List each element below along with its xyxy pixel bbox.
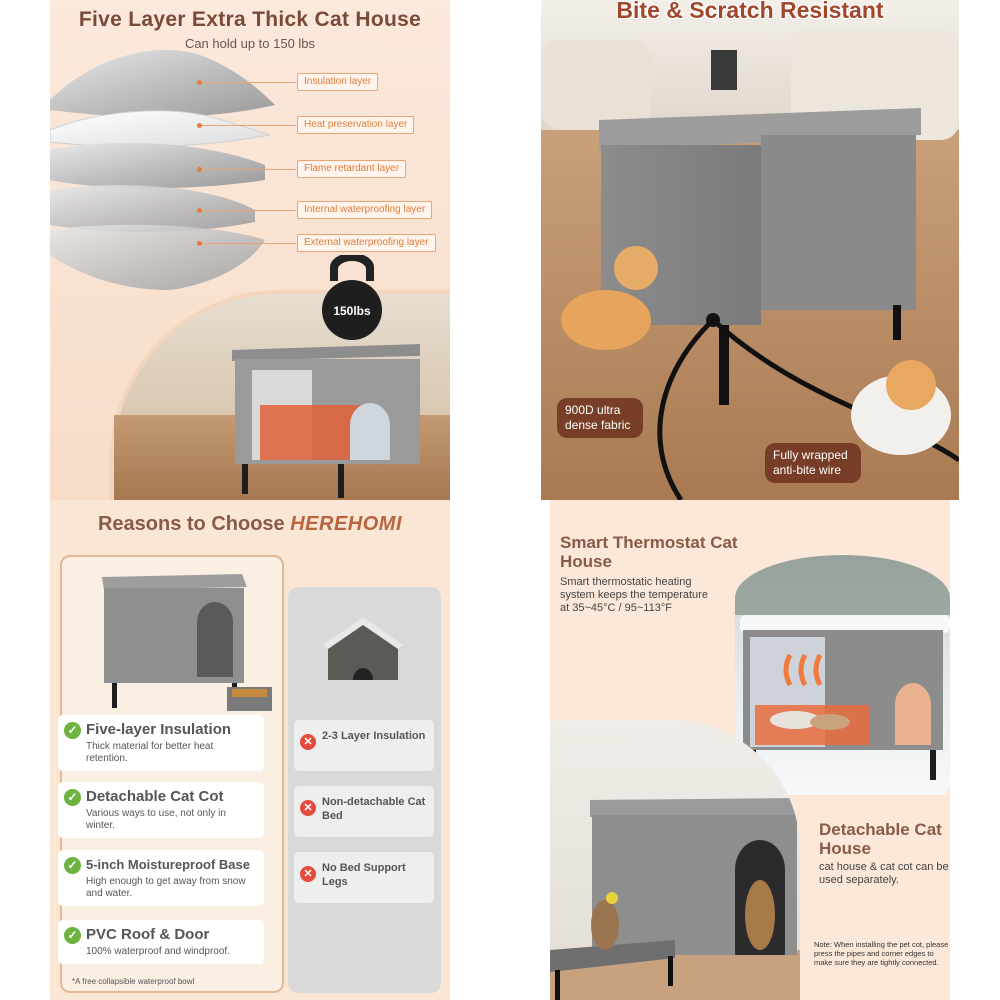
brand-name: HEREHOMI [290,513,403,535]
check-icon: ✓ [64,789,81,806]
layer-label-internal: Internal waterproofing layer [297,201,433,219]
house-door [350,403,390,460]
anti-bite-wire [711,318,959,463]
cross-icon: ✕ [300,734,316,750]
bite-scratch-title: Bite & Scratch Resistant [616,0,884,23]
cat-head [614,246,658,290]
feature-desc: 100% waterproof and windproof. [86,946,230,957]
flame-retardant-sheet [50,142,265,189]
con-non-detachable: ✕ Non-detachable Cat Bed [294,786,434,837]
installation-note: Note: When installing the pet cot, pleas… [814,940,949,967]
fabric-tag: 900D ultra dense fabric [557,398,643,438]
feature-detachable-cot: ✓ Detachable Cat Cot Various ways to use… [58,782,264,838]
feature-five-layer: ✓ Five-layer Insulation Thick material f… [58,715,264,771]
orange-cat [561,290,651,350]
cross-icon: ✕ [300,866,316,882]
layer-label-heat: Heat preservation layer [297,116,415,134]
herehomi-house-image [102,574,272,711]
con-no-legs: ✕ No Bed Support Legs [294,852,434,903]
check-icon: ✓ [64,927,81,944]
con-text: Non-detachable Cat Bed [322,796,426,822]
house-lid [599,108,921,150]
feature-desc: High enough to get away from snow and wa… [86,876,246,899]
kettlebell-handle [330,255,374,281]
feature-title: 5-inch Moistureproof Base [86,857,250,872]
bowl-footnote: *A free collapsible waterproof bowl [72,977,195,986]
wire-tag: Fully wrapped anti-bite wire [765,443,861,483]
kettlebell-icon [322,280,382,340]
leader-line [197,208,296,213]
con-layer-insulation: ✕ 2-3 Layer Insulation [294,720,434,771]
reasons-title: Reasons to Choose HEREHOMI [50,513,450,536]
leader-line [197,123,296,128]
con-text: No Bed Support Legs [322,862,406,888]
house-roof [232,343,420,361]
heated-house-illustration [735,555,950,780]
cat-head [886,360,936,410]
feature-title: Detachable Cat Cot [86,788,224,805]
reasons-panel: Reasons to Choose HEREHOMI ✓ Five-layer … [50,500,450,1000]
leader-line [197,167,296,172]
detached-house-illustration [550,798,800,1000]
feature-title: Five-layer Insulation [86,721,232,738]
five-layer-title: Five Layer Extra Thick Cat House [78,8,422,31]
layer-label-external: External waterproofing layer [297,234,436,252]
layer-label-insulation: Insulation layer [297,73,379,91]
detachable-desc: cat house & cat cot can be used separate… [819,861,949,886]
living-room-scene [541,0,959,500]
check-icon: ✓ [64,722,81,739]
house-leg [719,325,729,405]
five-layer-panel: Five Layer Extra Thick Cat House Can hol… [50,0,450,500]
thermostat-title: Smart Thermostat Cat House [560,533,738,571]
con-text: 2-3 Layer Insulation [322,730,426,742]
capacity-subtitle: Can hold up to 150 lbs [184,36,316,51]
heat-preservation-sheet [50,110,271,148]
layer-label-flame: Flame retardant layer [297,160,407,178]
feature-desc: Thick material for better heat retention… [86,741,214,764]
material-layers-illustration [50,50,275,290]
cat-house-illustration: 150lbs [232,255,420,498]
heat-arrows-icon [783,653,823,687]
house-leg [338,464,344,498]
check-icon: ✓ [64,857,81,874]
speaker [711,50,737,90]
snow-scene [735,555,950,795]
thermostat-desc: Smart thermostatic heating system keeps … [560,576,708,614]
sofa [541,40,651,130]
reasons-title-text: Reasons to Choose [97,513,285,535]
internal-waterproof-sheet [50,185,255,233]
room-scene [550,720,800,1000]
feature-moistureproof-base: ✓ 5-inch Moistureproof Base High enough … [58,850,264,906]
insulation-sheet [50,50,275,117]
other-cat-house-image [323,617,403,680]
house-side [761,135,916,310]
leader-line [197,80,296,85]
leader-line [197,241,296,246]
cross-icon: ✕ [300,800,316,816]
anti-bite-wire [657,318,715,500]
feature-desc: Various ways to use, not only in winter. [86,808,226,831]
feature-title: PVC Roof & Door [86,926,210,943]
kettlebell-label: 150lbs [333,304,371,318]
heating-pad [260,405,360,460]
bite-scratch-panel: Bite & Scratch Resistant 900D ultra dens… [541,0,959,500]
external-waterproof-sheet [50,224,265,290]
feature-pvc-roof: ✓ PVC Roof & Door 100% waterproof and wi… [58,920,264,964]
thermostat-panel: Smart Thermostat Cat House Smart thermos… [550,500,950,1000]
detachable-title: Detachable Cat House [819,820,942,858]
house-leg [242,464,248,494]
house-leg [893,305,901,340]
